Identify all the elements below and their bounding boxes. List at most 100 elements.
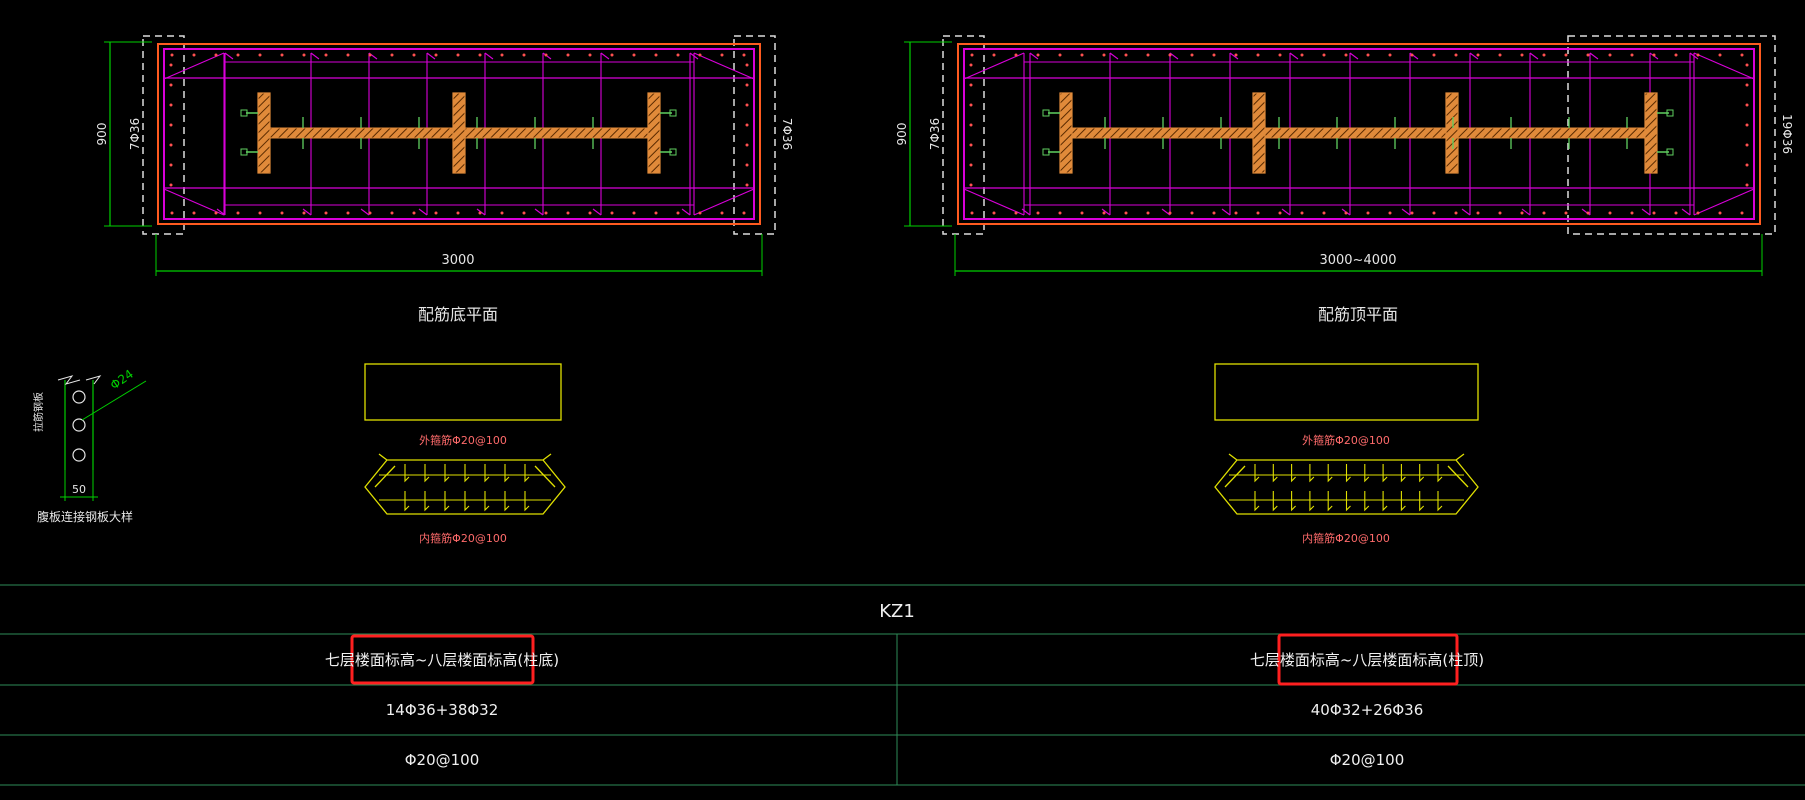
rebar-dot: [969, 183, 973, 187]
hoop-tie: [424, 464, 430, 512]
hoop-tie: [1291, 464, 1296, 512]
rebar-dot: [1608, 53, 1612, 57]
rebar-dot: [1234, 53, 1238, 57]
hoop-tie: [1327, 464, 1333, 512]
rebar-dot: [169, 83, 173, 87]
rebar-dot: [1058, 211, 1062, 215]
stud-head: [1666, 148, 1674, 156]
table-cell[interactable]: 40Φ32+26Φ36: [1311, 701, 1424, 719]
table-cell[interactable]: Φ20@100: [1330, 751, 1405, 769]
stud-head: [1042, 148, 1050, 156]
rebar-dot: [214, 211, 218, 215]
side-label: 拉筋钢板: [32, 392, 45, 432]
rebar-dot: [544, 53, 548, 57]
stud-head: [240, 109, 248, 117]
rebar-dot: [1586, 211, 1590, 215]
table-cell[interactable]: 14Φ36+38Φ32: [386, 701, 499, 719]
rebar-dot: [434, 53, 438, 57]
rebar-dot: [1212, 211, 1216, 215]
rebar-dot: [745, 183, 749, 187]
left-stirrup-detail: 外箍筋Φ20@100 内箍筋Φ20@100: [364, 363, 566, 545]
outer-stirrup-label: 外箍筋Φ20@100: [1302, 433, 1390, 447]
tie-line: [1681, 52, 1699, 216]
break-line-top-right: [85, 375, 102, 385]
table-cell[interactable]: 七层楼面标高~八层楼面标高(柱底): [325, 651, 559, 669]
rebar-dot: [1564, 211, 1568, 215]
hoop-tie: [1364, 464, 1370, 512]
steel-flange: [257, 92, 271, 174]
steel-flange: [1059, 92, 1073, 174]
hoop-tie: [404, 464, 410, 512]
rebar-dot: [720, 53, 724, 57]
rebar-dot: [745, 143, 749, 147]
rebar-dot: [969, 143, 973, 147]
hoop-tie: [1382, 464, 1388, 512]
rebar-dot: [1036, 53, 1040, 57]
web-connector-plate-detail: Φ24 拉筋钢板 50 腹板连接钢板大样: [32, 367, 147, 524]
column-outline: [957, 43, 1761, 225]
tie-line: [1021, 52, 1039, 216]
rebar-dot: [1520, 53, 1524, 57]
rebar-dot: [1058, 53, 1062, 57]
rebar-dot: [1014, 53, 1018, 57]
rebar-dot: [588, 211, 592, 215]
rebar-dot: [522, 53, 526, 57]
hoop-outline: [1214, 453, 1479, 515]
hoop-tie: [1419, 464, 1425, 512]
rebar-dot: [1124, 211, 1128, 215]
width-dim-text: 3000~4000: [1319, 253, 1396, 268]
rebar-dot: [1542, 53, 1546, 57]
rebar-dot: [1102, 53, 1106, 57]
bottom-reinforcement-plan: 900 7Φ36 7Φ36 3000 配筋底平面: [95, 35, 794, 324]
column-outline: [157, 43, 761, 225]
inner-stirrup-shape: [1214, 453, 1479, 515]
rebar-dot: [169, 143, 173, 147]
rebar-dot: [1696, 53, 1700, 57]
rebar-dot: [1454, 211, 1458, 215]
rebar-dot: [1520, 211, 1524, 215]
rebar-dot: [368, 211, 372, 215]
rebar-dot: [1745, 183, 1749, 187]
rebar-dot: [969, 83, 973, 87]
hoop-tie: [524, 464, 530, 512]
stud-head: [669, 148, 677, 156]
table-title[interactable]: KZ1: [879, 601, 915, 622]
rebar-dot: [1696, 211, 1700, 215]
rebar-dot: [346, 211, 350, 215]
rebar-dot: [1630, 211, 1634, 215]
rebar-dot: [170, 211, 174, 215]
bolt-hole: [72, 418, 86, 432]
rebar-dot: [566, 211, 570, 215]
rebar-dot: [969, 63, 973, 67]
hoop-outline: [364, 453, 566, 515]
rebar-dot: [1652, 211, 1656, 215]
bolt-hole: [72, 390, 86, 404]
inner-stirrup-label: 内箍筋Φ20@100: [1302, 531, 1390, 545]
rebar-dot: [698, 211, 702, 215]
outer-stirrup-label: 外箍筋Φ20@100: [419, 433, 507, 447]
rebar-dot: [1080, 211, 1084, 215]
rebar-dot: [1234, 211, 1238, 215]
outer-stirrup-shape: [1214, 363, 1479, 421]
steel-flange: [1252, 92, 1266, 174]
rebar-dot: [1454, 53, 1458, 57]
hoop-tie: [504, 464, 510, 512]
rebar-dot: [992, 211, 996, 215]
rebar-dot: [1322, 211, 1326, 215]
rebar-dot: [1542, 211, 1546, 215]
rebar-dot: [1652, 53, 1656, 57]
hoop-tie: [1400, 464, 1406, 512]
rebar-dot: [258, 211, 262, 215]
rebar-dot: [1344, 53, 1348, 57]
table-cell[interactable]: Φ20@100: [405, 751, 480, 769]
table-cell[interactable]: 七层楼面标高~八层楼面标高(柱顶): [1250, 651, 1484, 669]
rebar-dot: [169, 63, 173, 67]
rebar-dot: [236, 53, 240, 57]
rebar-dot: [742, 211, 746, 215]
rebar-dot: [258, 53, 262, 57]
rebar-dot: [192, 211, 196, 215]
rebar-dot: [745, 103, 749, 107]
rebar-dot: [1674, 211, 1678, 215]
rebar-dot: [456, 211, 460, 215]
